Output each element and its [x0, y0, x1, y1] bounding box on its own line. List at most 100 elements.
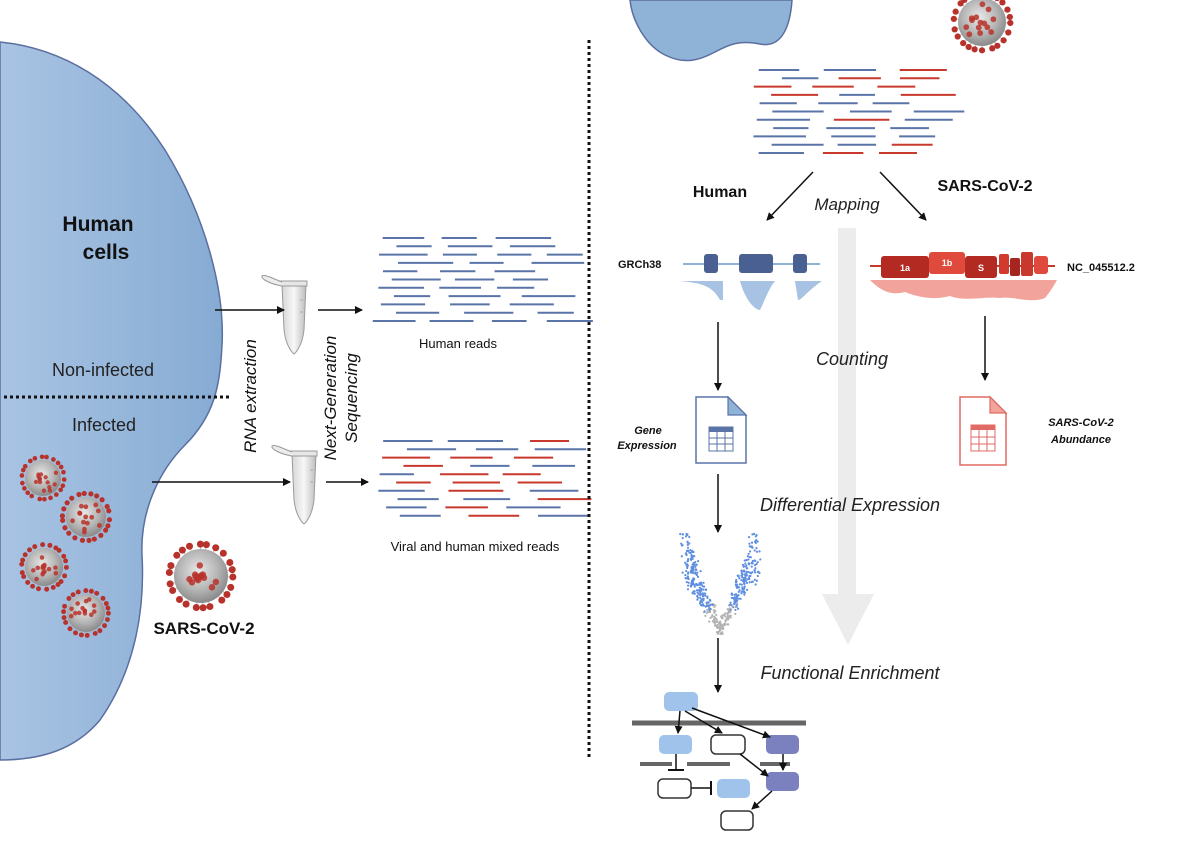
- volcano-point: [753, 532, 756, 536]
- volcano-point: [693, 583, 696, 586]
- volcano-point: [740, 583, 743, 586]
- volcano-point: [734, 612, 737, 615]
- volcano-point: [737, 607, 740, 610]
- volcano-point: [681, 533, 685, 536]
- volcano-point: [720, 615, 723, 618]
- volcano-point: [747, 552, 750, 555]
- volcano-point: [730, 593, 733, 596]
- human-gene-track: [680, 254, 822, 310]
- volcano-point: [750, 562, 753, 565]
- volcano-point: [754, 541, 757, 545]
- volcano-point: [753, 564, 757, 567]
- volcano-point: [719, 632, 722, 636]
- gene-1a-label: 1a: [900, 263, 911, 273]
- volcano-point: [691, 563, 694, 566]
- volcano-point: [749, 556, 752, 559]
- top-reads-cluster: [753, 69, 965, 154]
- mapping-label: Mapping: [814, 195, 880, 214]
- volcano-point: [735, 596, 738, 599]
- volcano-point: [681, 544, 684, 547]
- volcano-point: [740, 572, 743, 575]
- volcano-point: [755, 533, 758, 537]
- volcano-point: [736, 574, 739, 577]
- volcano-point: [687, 558, 690, 561]
- volcano-point: [746, 570, 750, 574]
- volcano-point: [743, 582, 746, 585]
- abundance-line2: Abundance: [1050, 434, 1111, 446]
- virus-label-left: SARS-CoV-2: [153, 619, 254, 638]
- volcano-point: [713, 620, 716, 623]
- volcano-point: [689, 584, 693, 587]
- human-reads-label: Human reads: [419, 336, 498, 351]
- volcano-point: [685, 569, 688, 573]
- volcano-point: [684, 561, 687, 564]
- pathway-network-icon: [632, 692, 806, 831]
- volcano-point: [691, 567, 694, 570]
- volcano-point: [690, 549, 694, 552]
- volcano-point: [746, 555, 749, 558]
- volcano-point: [756, 540, 759, 543]
- volcano-point: [753, 559, 756, 562]
- volcano-point: [695, 584, 698, 587]
- volcano-point: [722, 614, 725, 617]
- workflow-gray-arrow: [822, 228, 874, 645]
- volcano-point: [737, 586, 740, 589]
- volcano-point: [750, 541, 754, 544]
- volcano-point: [751, 533, 754, 536]
- volcano-point: [689, 551, 692, 555]
- volcano-point: [750, 545, 753, 548]
- volcano-point: [692, 569, 695, 572]
- volcano-point: [744, 577, 747, 580]
- volcano-point: [754, 567, 757, 570]
- volcano-point: [750, 580, 753, 584]
- volcano-point: [715, 613, 718, 616]
- virus-genome-track: [870, 252, 1057, 301]
- volcano-point: [703, 585, 706, 588]
- volcano-point: [718, 621, 721, 624]
- volcano-point: [721, 627, 724, 630]
- volcano-point: [740, 578, 743, 582]
- abundance-file-icon: [959, 395, 1008, 466]
- volcano-point: [690, 553, 693, 557]
- volcano-point: [706, 608, 709, 611]
- volcano-point: [738, 583, 742, 586]
- volcano-point: [687, 577, 690, 581]
- volcano-point: [745, 574, 748, 577]
- volcano-point: [742, 587, 745, 591]
- arrow-mapping-human: [766, 171, 814, 221]
- volcano-point: [743, 593, 746, 596]
- volcano-point: [713, 615, 716, 618]
- volcano-point: [750, 572, 753, 575]
- volcano-point: [691, 555, 694, 558]
- volcano-point: [680, 555, 683, 558]
- volcano-point: [746, 578, 749, 581]
- volcano-point: [693, 585, 696, 588]
- volcano-point: [708, 607, 712, 610]
- volcano-point: [695, 563, 698, 566]
- virus-reference-label: NC_045512.2: [1067, 262, 1135, 274]
- volcano-point: [721, 632, 724, 636]
- volcano-point: [696, 596, 700, 599]
- volcano-point: [753, 569, 756, 572]
- volcano-point: [684, 577, 687, 580]
- volcano-point: [693, 592, 696, 595]
- virus-icon: [19, 542, 69, 592]
- volcano-point: [755, 579, 758, 582]
- gene-expression-file-icon: [695, 395, 748, 464]
- volcano-point: [690, 571, 693, 574]
- volcano-point: [734, 605, 737, 608]
- volcano-point: [745, 581, 749, 585]
- human-reference-label: GRCh38: [618, 259, 661, 271]
- volcano-point: [702, 581, 705, 584]
- human-reads-cluster: [372, 237, 593, 322]
- volcano-point: [698, 590, 701, 593]
- volcano-point: [735, 578, 738, 582]
- volcano-point: [696, 575, 700, 579]
- volcano-point: [735, 580, 738, 584]
- volcano-point: [686, 564, 689, 567]
- volcano-point: [717, 632, 720, 635]
- volcano-point: [706, 601, 709, 604]
- volcano-point: [694, 561, 697, 564]
- volcano-point: [711, 614, 714, 617]
- volcano-point: [694, 568, 697, 571]
